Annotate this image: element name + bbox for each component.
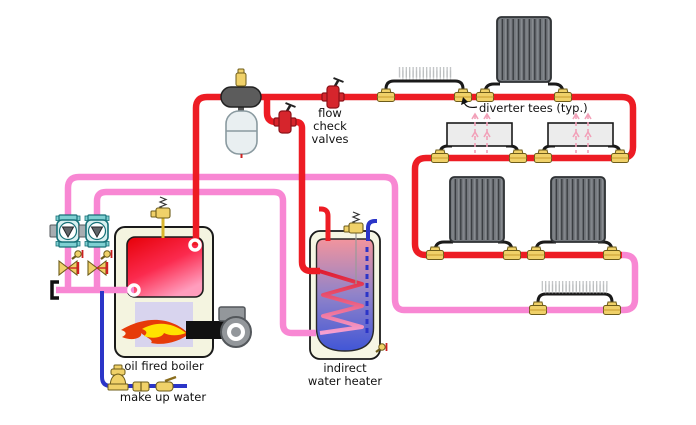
label-diverter-tees: diverter tees (typ.) bbox=[479, 101, 588, 115]
boiler-heat-exchanger bbox=[126, 236, 204, 298]
column-radiator-bottom-left bbox=[449, 176, 505, 243]
supply-pipe-main bbox=[192, 93, 637, 259]
circulator-pump-zone1 bbox=[49, 214, 81, 248]
label-flow-check-3: valves bbox=[312, 132, 349, 146]
indirect-water-heater bbox=[309, 230, 381, 360]
label-make-up-water: make up water bbox=[120, 390, 207, 404]
return-pipe-radiators bbox=[64, 173, 639, 314]
pressure-reducing-valve bbox=[107, 364, 129, 391]
tank-body bbox=[315, 238, 375, 352]
circulator-pump-zone2 bbox=[78, 214, 110, 248]
union-fitting bbox=[132, 381, 150, 392]
boiler-supply-port bbox=[188, 238, 202, 252]
label-flow-check-1: flow bbox=[318, 106, 342, 120]
flow-check-valve-main bbox=[320, 76, 346, 110]
baseboard-convector-bottom bbox=[536, 281, 614, 306]
tank-relief-valve bbox=[343, 211, 364, 234]
oil-burner-blower bbox=[186, 306, 252, 348]
heat-exchanger-coil bbox=[318, 269, 364, 335]
column-radiator-top bbox=[496, 16, 552, 83]
air-vent bbox=[235, 68, 247, 87]
purge-fitting bbox=[50, 280, 59, 300]
baseboard-convector-top bbox=[384, 67, 465, 93]
cold-water-inlet-pipe bbox=[366, 219, 377, 241]
label-flow-check-2: check bbox=[313, 119, 347, 133]
label-boiler: oil fired boiler bbox=[124, 359, 204, 373]
boiler-relief-valve bbox=[150, 196, 171, 238]
supply-pipe-indirect-branch bbox=[263, 100, 320, 275]
ball-valve bbox=[155, 375, 177, 392]
boiler-return-port bbox=[127, 283, 141, 297]
drain-valve bbox=[99, 248, 113, 261]
air-separator bbox=[220, 86, 262, 113]
panel-radiator-left bbox=[446, 113, 513, 154]
column-radiator-bottom-right bbox=[550, 176, 606, 243]
hot-water-outlet-pipe bbox=[319, 206, 331, 241]
diverter-tees-callout bbox=[461, 97, 478, 109]
flow-check-valve-indirect bbox=[272, 101, 298, 135]
drain-valve bbox=[70, 248, 84, 261]
expansion-tank bbox=[225, 110, 258, 158]
label-indirect-2: water heater bbox=[308, 374, 382, 388]
return-pipe-indirect bbox=[93, 188, 316, 337]
label-indirect-1: indirect bbox=[323, 361, 367, 375]
oil-fired-boiler bbox=[114, 226, 252, 358]
panel-radiator-right bbox=[547, 113, 614, 154]
